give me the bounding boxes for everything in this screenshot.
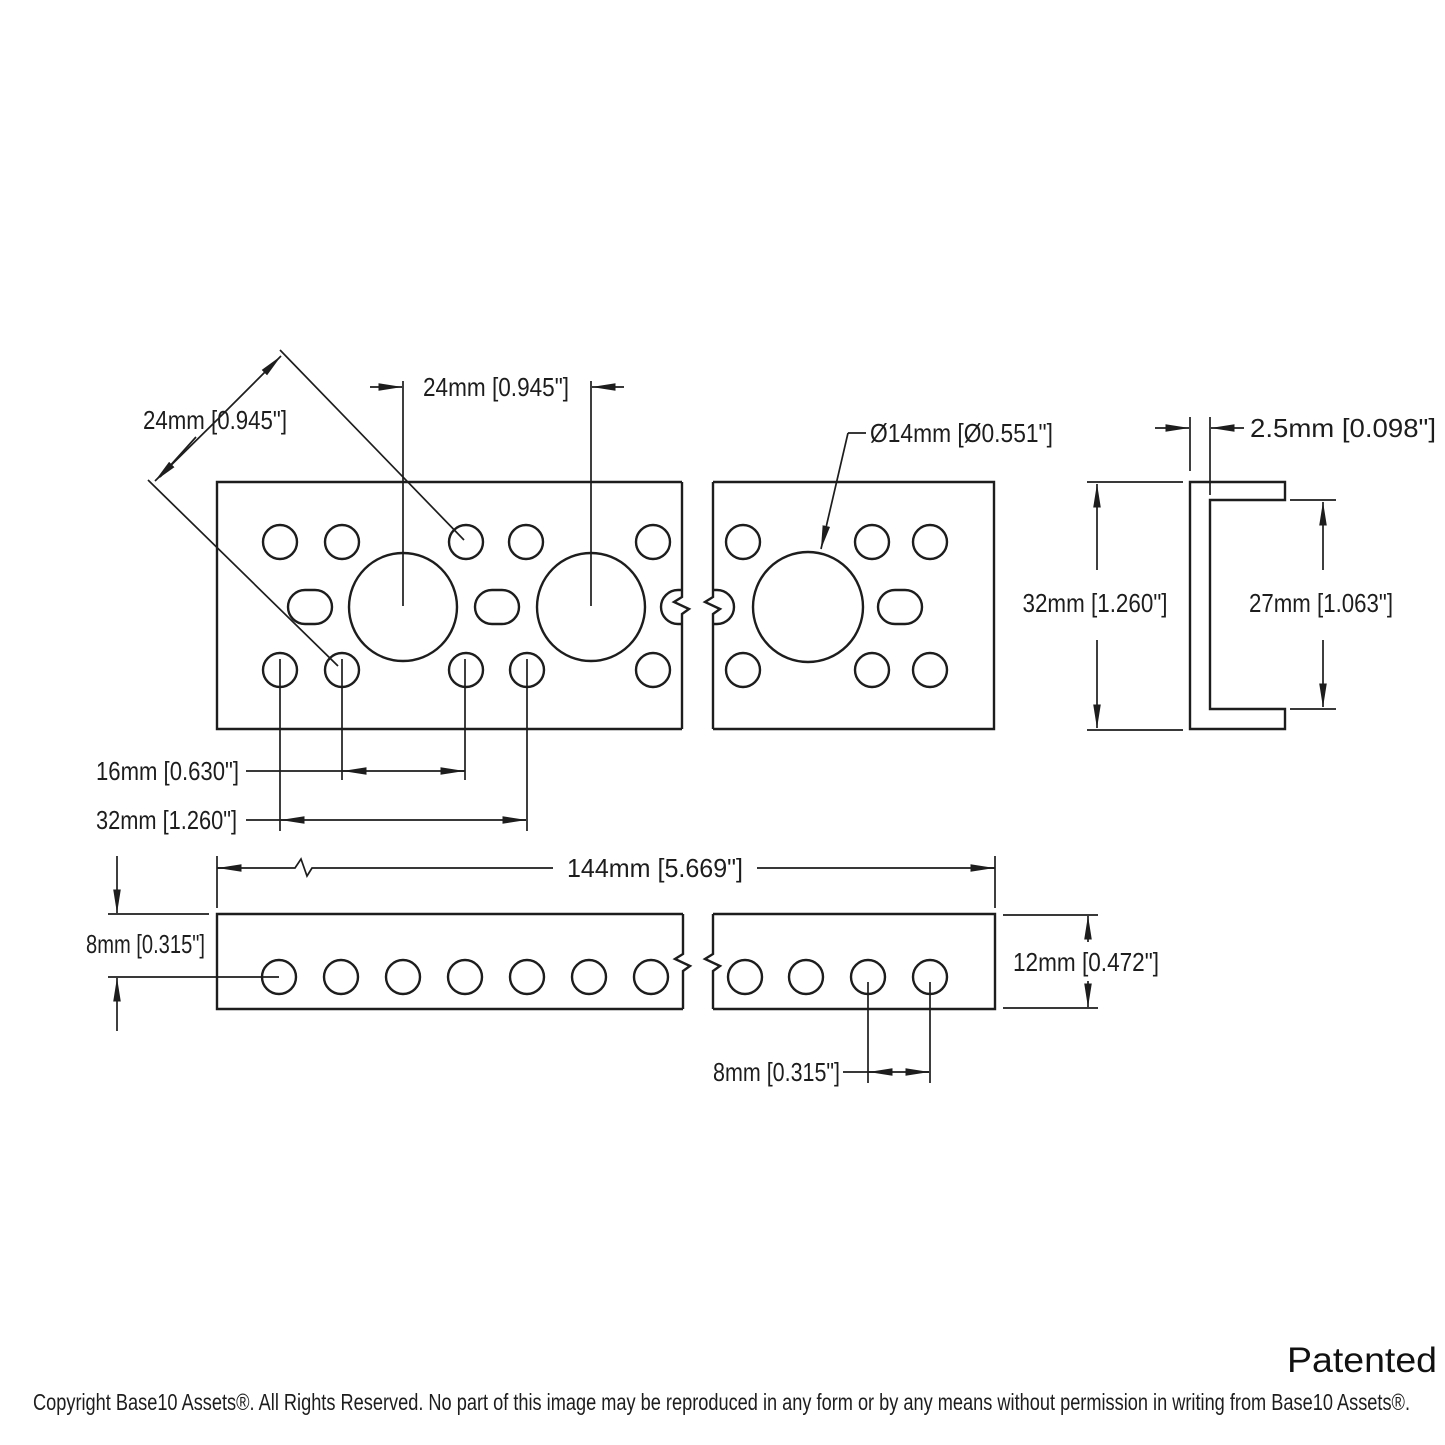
side-view-right-segment [702, 912, 997, 1011]
dim-overall-length: 144mm [5.669"] [216, 853, 996, 908]
hole [724, 651, 762, 689]
dim-hole-edge-offset: 8mm [0.315"] [86, 856, 279, 1031]
dim-hole-spacing-16mm: 16mm [0.630"] [96, 659, 466, 786]
hole [446, 958, 484, 996]
hole [322, 958, 360, 996]
bar-outline [215, 912, 693, 1011]
hole [787, 958, 825, 996]
dim-large-hole-diameter: Ø14mm [Ø0.551"] [820, 418, 1053, 550]
patented-text: Patented [1287, 1341, 1437, 1380]
hole [911, 651, 949, 689]
dim-outer-height: 32mm [1.260"] [1023, 481, 1183, 731]
dim-side-height: 12mm [0.472"] [1003, 914, 1159, 1009]
dim-label-diagonal-24mm: 24mm [0.945"] [143, 405, 287, 435]
dim-arrow [217, 355, 282, 420]
slot [473, 588, 521, 626]
hole [853, 523, 891, 561]
extension-line [147, 479, 339, 667]
dim-label-outer-32mm: 32mm [1.260"] [1023, 588, 1168, 618]
hole [323, 523, 361, 561]
leader-arrow [820, 432, 849, 550]
hole [634, 651, 672, 689]
dim-inner-height: 27mm [1.063"] [1249, 499, 1393, 710]
dim-side-hole-spacing: 8mm [0.315"] [713, 982, 931, 1087]
dim-line-with-break [217, 857, 995, 878]
dim-label-length-144mm: 144mm [5.669"] [567, 853, 743, 883]
channel-outline [702, 480, 996, 731]
hole [634, 523, 672, 561]
large-bore-hole [751, 550, 865, 664]
slot-half [713, 588, 736, 626]
hole [726, 958, 764, 996]
side-view-left-segment [215, 912, 693, 1011]
slot [876, 588, 924, 626]
dim-label-inner-27mm: 27mm [1.063"] [1249, 588, 1393, 618]
dim-label-pitch-8mm: 8mm [0.315"] [713, 1057, 840, 1087]
channel-outline [215, 480, 692, 731]
dim-wall-thickness: 2.5mm [0.098"] [1155, 413, 1436, 495]
dim-label-side-12mm: 12mm [0.472"] [1013, 947, 1159, 977]
hole [447, 523, 485, 561]
hole [724, 523, 762, 561]
hole [261, 523, 299, 561]
dim-label-spacing-16mm: 16mm [0.630"] [96, 756, 239, 786]
hole [507, 523, 545, 561]
slot-half [659, 588, 682, 626]
cross-section-view [1188, 480, 1287, 731]
footer: Patented Copyright Base10 Assets®. All R… [33, 1341, 1437, 1415]
hole [911, 523, 949, 561]
hole [853, 651, 891, 689]
dim-label-offset-8mm: 8mm [0.315"] [86, 929, 205, 959]
hole [508, 958, 546, 996]
dim-hole-spacing-32mm: 32mm [1.260"] [96, 659, 528, 835]
bar-outline [702, 912, 997, 1011]
channel-section-outline [1188, 480, 1287, 731]
dim-label-wall-2-5mm: 2.5mm [0.098"] [1250, 413, 1436, 443]
copyright-text: Copyright Base10 Assets®. All Rights Res… [33, 1389, 1410, 1415]
extension-line [279, 349, 465, 541]
dim-label-spacing-32mm: 32mm [1.260"] [96, 805, 237, 835]
dim-large-hole-spacing: 24mm [0.945"] [370, 372, 624, 606]
dim-diagonal-hole-spacing: 24mm [0.945"] [143, 349, 465, 667]
slot [286, 588, 334, 626]
leader-line [159, 436, 197, 478]
dim-label-diameter-14mm: Ø14mm [Ø0.551"] [870, 418, 1053, 448]
hole [570, 958, 608, 996]
top-view-right-segment [702, 480, 996, 731]
hole [447, 651, 485, 689]
dim-label-top-24mm: 24mm [0.945"] [423, 372, 569, 402]
top-view-left-segment [215, 480, 692, 731]
hole [384, 958, 422, 996]
hole [632, 958, 670, 996]
